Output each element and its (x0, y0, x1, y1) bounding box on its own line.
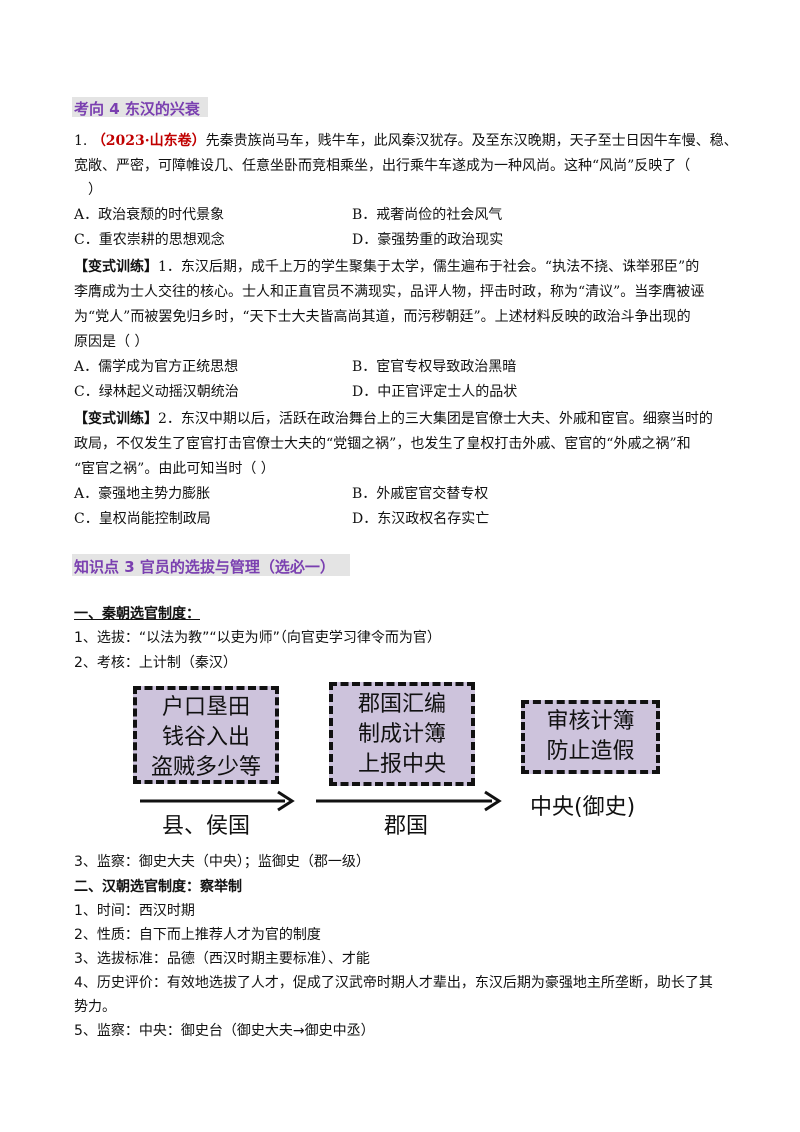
flow-label-central: 中央(御史) (530, 795, 636, 820)
section-title-bar (72, 97, 208, 117)
question-3-line3: “宦官之祸”。由此可知当时（ ） (74, 461, 275, 477)
question-stem: 2．东汉中期以后，活跃在政治舞台上的三大集团是官僚士大夫、外戚和宦官。细察当时的 (158, 411, 713, 427)
question-1-line1: 1. （2023·山东卷）先秦贵族尚马车，贱牛车，此风秦汉犹存。及至东汉晚期，天… (74, 130, 738, 150)
question-stem: 1．东汉后期，成千上万的学生聚集于太学，儒生遍布于社会。“执法不挠、诛举邪臣”的 (158, 259, 700, 275)
question-stem: 先秦贵族尚马车，贱牛车，此风秦汉犹存。及至东汉晚期，天子至士日因牛车慢、稳、 (205, 133, 738, 149)
box-line: 防止造假 (546, 739, 635, 764)
list-item-continued: 势力。 (74, 999, 116, 1015)
section-title: 知识点 3 官员的选拔与管理（选必一） (74, 558, 335, 576)
list-item: 2、性质：自下而上推荐人才为官的制度 (74, 927, 321, 943)
list-item: 1、时间：西汉时期 (74, 903, 195, 919)
question-3-line1: 【变式训练】2．东汉中期以后，活跃在政治舞台上的三大集团是官僚士大夫、外戚和宦官… (74, 408, 713, 428)
box-line: 上报中央 (357, 752, 446, 777)
question-2-line3: 为“党人”而被罢免归乡时，“天下士大夫皆高尚其道，而污秽朝廷”。上述材料反映的政… (74, 309, 691, 325)
question-1-line2: 宽敞、严密，可障帷设几、任意坐卧而竞相乘坐，出行乘牛车遂成为一种风尚。这种“风尚… (74, 158, 691, 174)
question-source: （2023·山东卷） (91, 133, 206, 149)
variant-tag: 【变式训练】 (74, 259, 158, 275)
option-d: D．豪强势重的政治现实 (352, 232, 504, 248)
list-item: 3、选拔标准：品德（西汉时期主要标准）、才能 (74, 951, 370, 967)
part-heading: 一、秦朝选官制度： (74, 606, 200, 622)
option-c: C．重农崇耕的思想观念 (74, 232, 225, 248)
question-2-line4: 原因是（ ） (74, 334, 149, 350)
box-line: 户口垦田 (161, 695, 250, 720)
variant-tag: 【变式训练】 (74, 411, 158, 427)
question-1-line3: ） (88, 182, 102, 198)
option-c: C．皇权尚能控制政局 (74, 511, 211, 527)
flow-label-commandery: 郡国 (384, 814, 429, 839)
list-item: 1、选拔：“以法为教”“以吏为师”（向官吏学习律令而为官） (74, 630, 441, 646)
flow-box-commandery: 郡国汇编 制成计簿 上报中央 (329, 682, 475, 786)
option-b: B．戒奢尚俭的社会风气 (352, 207, 503, 223)
box-line: 制成计簿 (357, 722, 446, 747)
question-3-line2: 政局，不仅发生了宦官打击官僚士大夫的“党锢之祸”，也发生了皇权打击外戚、宦官的“… (74, 436, 691, 452)
option-b: B．外戚宦官交替专权 (352, 486, 489, 502)
box-line: 钱谷入出 (161, 725, 250, 750)
option-d: D．东汉政权名存实亡 (352, 511, 490, 527)
flow-box-central: 审核计簿 防止造假 (521, 700, 660, 774)
list-item: 5、监察：中央：御史台（御史大夫→御史中丞） (74, 1023, 375, 1039)
question-2-line2: 李膺成为士人交往的核心。士人和正直官员不满现实，品评人物，抨击时政，称为“清议”… (74, 284, 705, 300)
option-a: A．豪强地主势力膨胀 (74, 486, 211, 502)
flow-box-county: 户口垦田 钱谷入出 盗贼多少等 (133, 686, 279, 784)
list-item: 3、监察：御史大夫（中央）；监御史（郡一级） (74, 854, 370, 870)
section-title: 考向 4 东汉的兴衰 (74, 100, 200, 118)
section-title-bar (72, 554, 350, 576)
question-2-line1: 【变式训练】1．东汉后期，成千上万的学生聚集于太学，儒生遍布于社会。“执法不挠、… (74, 256, 699, 276)
arrow-2-head (484, 790, 502, 812)
arrow-1-head (277, 790, 295, 812)
list-item: 4、历史评价：有效地选拔了人才，促成了汉武帝时期人才辈出，东汉后期为豪强地主所垄… (74, 975, 713, 991)
box-line: 盗贼多少等 (150, 755, 261, 780)
box-line: 审核计簿 (546, 709, 635, 734)
flow-label-county: 县、侯国 (162, 814, 251, 839)
option-c: C．绿林起义动摇汉朝统治 (74, 384, 239, 400)
box-line: 郡国汇编 (357, 692, 446, 717)
option-b: B．宦官专权导致政治黑暗 (352, 359, 517, 375)
question-number: 1. (74, 133, 88, 149)
part-heading: 二、汉朝选官制度：察举制 (74, 879, 242, 895)
option-a: A．儒学成为官方正统思想 (74, 359, 239, 375)
list-item: 2、考核：上计制（秦汉） (74, 655, 237, 671)
option-d: D．中正官评定士人的品状 (352, 384, 518, 400)
option-a: A．政治衰颓的时代景象 (74, 207, 225, 223)
